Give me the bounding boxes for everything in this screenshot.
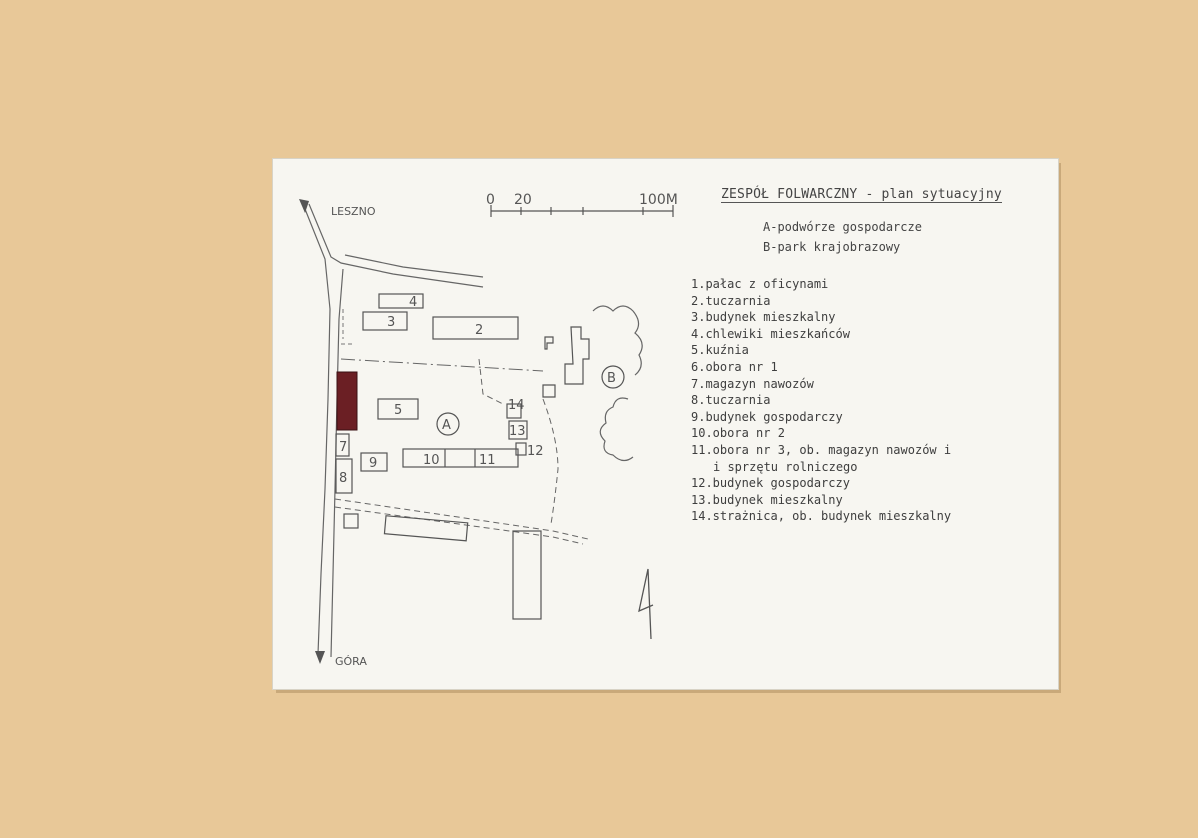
building-label-14: 14 <box>508 398 525 413</box>
zone-a-letter: A <box>442 418 451 433</box>
legend-item: 8.tuczarnia <box>691 393 771 408</box>
building-label-10: 10 <box>423 453 440 468</box>
scale-label-0: 0 <box>486 192 495 208</box>
building-9 <box>360 452 388 472</box>
map-title: ZESPÓŁ FOLWARCZNY - plan sytuacyjny <box>721 187 1002 203</box>
building-label-4: 4 <box>409 295 417 310</box>
building-5 <box>377 398 419 420</box>
scale-label-20: 20 <box>514 192 532 208</box>
road-arrows <box>299 199 325 664</box>
building-southeast <box>512 530 542 620</box>
road-west-edge <box>302 203 331 655</box>
building-label-3: 3 <box>387 315 395 330</box>
legend-item: 5.kuźnia <box>691 343 749 358</box>
buildings <box>335 293 590 620</box>
building-small-south <box>343 513 359 529</box>
building-label-12: 12 <box>527 444 544 459</box>
building-3 <box>362 311 408 331</box>
south-arrowhead <box>315 651 325 664</box>
zone-key-a: A-podwórze gospodarcze <box>763 220 922 234</box>
north-arrowhead <box>299 199 309 213</box>
north-arrow-icon <box>638 568 654 640</box>
legend-item: 9.budynek gospodarczy <box>691 409 843 424</box>
building-1-wing-a <box>544 336 554 350</box>
park-trees <box>592 305 643 462</box>
building-label-2: 2 <box>475 323 483 338</box>
building-label-9: 9 <box>369 456 377 471</box>
zone-a-marker <box>436 412 460 436</box>
axis-line <box>340 358 544 372</box>
building-4 <box>378 293 424 309</box>
dashed-road <box>334 358 589 545</box>
legend-item: 10.obora nr 2 <box>691 426 785 441</box>
building-label-7: 7 <box>339 440 347 455</box>
building-1-palace <box>564 326 590 385</box>
legend-item: 1.pałac z oficynami <box>691 277 829 291</box>
legend-item: 12.budynek gospodarczy <box>691 476 850 491</box>
north-town-label: LESZNO <box>331 205 376 218</box>
road-east-edge <box>330 268 344 658</box>
legend-item: 6.obora nr 1 <box>691 359 778 374</box>
scale-label-100: 100M <box>639 192 678 208</box>
scale-bar <box>490 205 674 217</box>
map-card: 0 20 100M LESZNO GÓRA <box>272 158 1059 690</box>
building-label-11: 11 <box>479 453 496 468</box>
building-7 <box>335 433 350 457</box>
legend-item: 14.strażnica, ob. budynek mieszkalny <box>691 509 952 524</box>
building-8 <box>335 458 353 494</box>
south-town-label: GÓRA <box>335 655 367 668</box>
road-branch-north <box>344 254 484 278</box>
building-label-8: 8 <box>339 471 347 486</box>
legend-item: 7.magazyn nawozów <box>691 376 814 391</box>
building-14 <box>506 403 522 419</box>
zone-b-marker <box>601 365 625 389</box>
building-10-11 <box>402 448 519 468</box>
legend-item-continuation: i sprzętu rolniczego <box>713 459 858 474</box>
building-legend: 1.pałac z oficynami 2.tuczarnia 3.budyne… <box>691 276 951 525</box>
legend-item: 3.budynek mieszkalny <box>691 310 836 325</box>
legend-item: 2.tuczarnia <box>691 293 771 308</box>
building-1-wing-b <box>542 384 556 398</box>
building-2 <box>432 316 519 340</box>
building-13 <box>508 420 528 440</box>
road-branch <box>308 203 484 288</box>
building-label-13: 13 <box>509 424 526 439</box>
legend-item: 4.chlewiki mieszkańców <box>691 326 850 341</box>
legend-item: 13.budynek mieszkalny <box>691 492 843 507</box>
building-long-south <box>383 515 469 542</box>
path-dashed-north <box>341 309 353 345</box>
zone-key-b: B-park krajobrazowy <box>763 240 901 254</box>
zone-key: A-podwórze gospodarcze B-park krajobrazo… <box>763 217 922 257</box>
site-plan-drawing: 0 20 100M LESZNO GÓRA <box>299 192 678 668</box>
zone-b-letter: B <box>607 371 616 386</box>
legend-item: 11.obora nr 3, ob. magazyn nawozów i <box>691 442 952 457</box>
building-6-highlight <box>336 371 358 431</box>
building-label-5: 5 <box>394 403 402 418</box>
